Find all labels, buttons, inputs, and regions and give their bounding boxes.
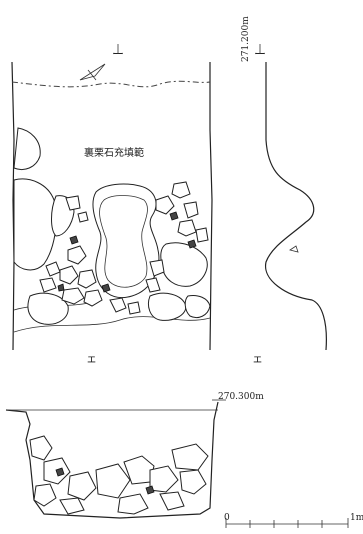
stone-large-left	[13, 178, 57, 271]
elevation-bottom-label: 270.300m	[218, 392, 264, 402]
section-mark-right: ェ	[252, 352, 263, 365]
plan-view: ー ー 271.200m 裏栗石充填範	[11, 16, 266, 365]
stone-small-7	[77, 211, 89, 223]
stone-dark-1	[69, 235, 79, 245]
section-stone-12	[159, 491, 185, 511]
side-outline	[265, 62, 327, 351]
scale-bar: 0 1m	[224, 513, 363, 528]
stone-lower-mid	[147, 292, 187, 321]
stone-right	[160, 242, 208, 287]
section-stone-1	[29, 435, 53, 461]
section-stone-10	[117, 493, 149, 515]
stone-small-3	[77, 269, 97, 289]
stone-small-9	[171, 181, 191, 199]
stone-lower-right	[184, 295, 211, 319]
stone-dark-2	[187, 239, 197, 249]
section-stone-7	[149, 465, 179, 493]
elevation-top-label: 271.200m	[241, 16, 251, 62]
stone-small-5	[83, 289, 103, 307]
stone-dark-4	[57, 283, 65, 292]
stone-small-6	[65, 195, 81, 211]
stone-small-10	[183, 201, 199, 219]
stone-large-center-inner	[99, 195, 148, 288]
north-arrow-tick	[87, 69, 97, 81]
section-stone-5	[95, 463, 131, 499]
plan-lower-line-1	[13, 316, 211, 333]
stone-small-1	[67, 245, 87, 265]
side-outline-curve	[265, 62, 327, 351]
section-stone-8	[171, 443, 209, 471]
plan-top-boundary	[11, 80, 211, 88]
plan-right-edge	[209, 62, 213, 351]
stone-small-17	[45, 261, 61, 277]
scale-end-label: 1m	[350, 513, 363, 523]
stone-lower-left	[27, 292, 69, 325]
stone-small-2	[59, 265, 79, 285]
stone-small-15	[109, 297, 127, 313]
scale-start-label: 0	[224, 513, 230, 523]
stone-small-8	[155, 195, 175, 215]
fill-area-label: 裏栗石充填範	[84, 146, 144, 159]
stone-small-13	[149, 259, 165, 277]
stone-dark-3	[169, 211, 179, 221]
stone-small-4	[61, 287, 85, 305]
section-stone-dark-2	[145, 485, 155, 495]
stone-small-14	[145, 277, 161, 293]
stone-dark-5	[101, 283, 111, 293]
side-mark	[289, 245, 299, 253]
section-profile-line	[5, 401, 219, 519]
section-view: 270.300m	[5, 392, 264, 519]
section-stone-11	[59, 497, 85, 515]
section-stone-9	[179, 469, 207, 495]
section-stone-dark-1	[55, 467, 65, 477]
plan-left-edge	[11, 61, 15, 351]
section-mark-left: ェ	[86, 352, 97, 365]
stone-upper-left	[13, 127, 41, 170]
stone-small-11	[177, 219, 197, 237]
section-stone-3	[33, 483, 57, 507]
stone-small-18	[39, 277, 57, 293]
stone-large-center	[92, 183, 160, 298]
north-arrow-icon	[79, 63, 106, 81]
stone-small-12	[195, 227, 209, 243]
stone-small-16	[127, 301, 141, 315]
section-stone-4	[67, 471, 97, 501]
